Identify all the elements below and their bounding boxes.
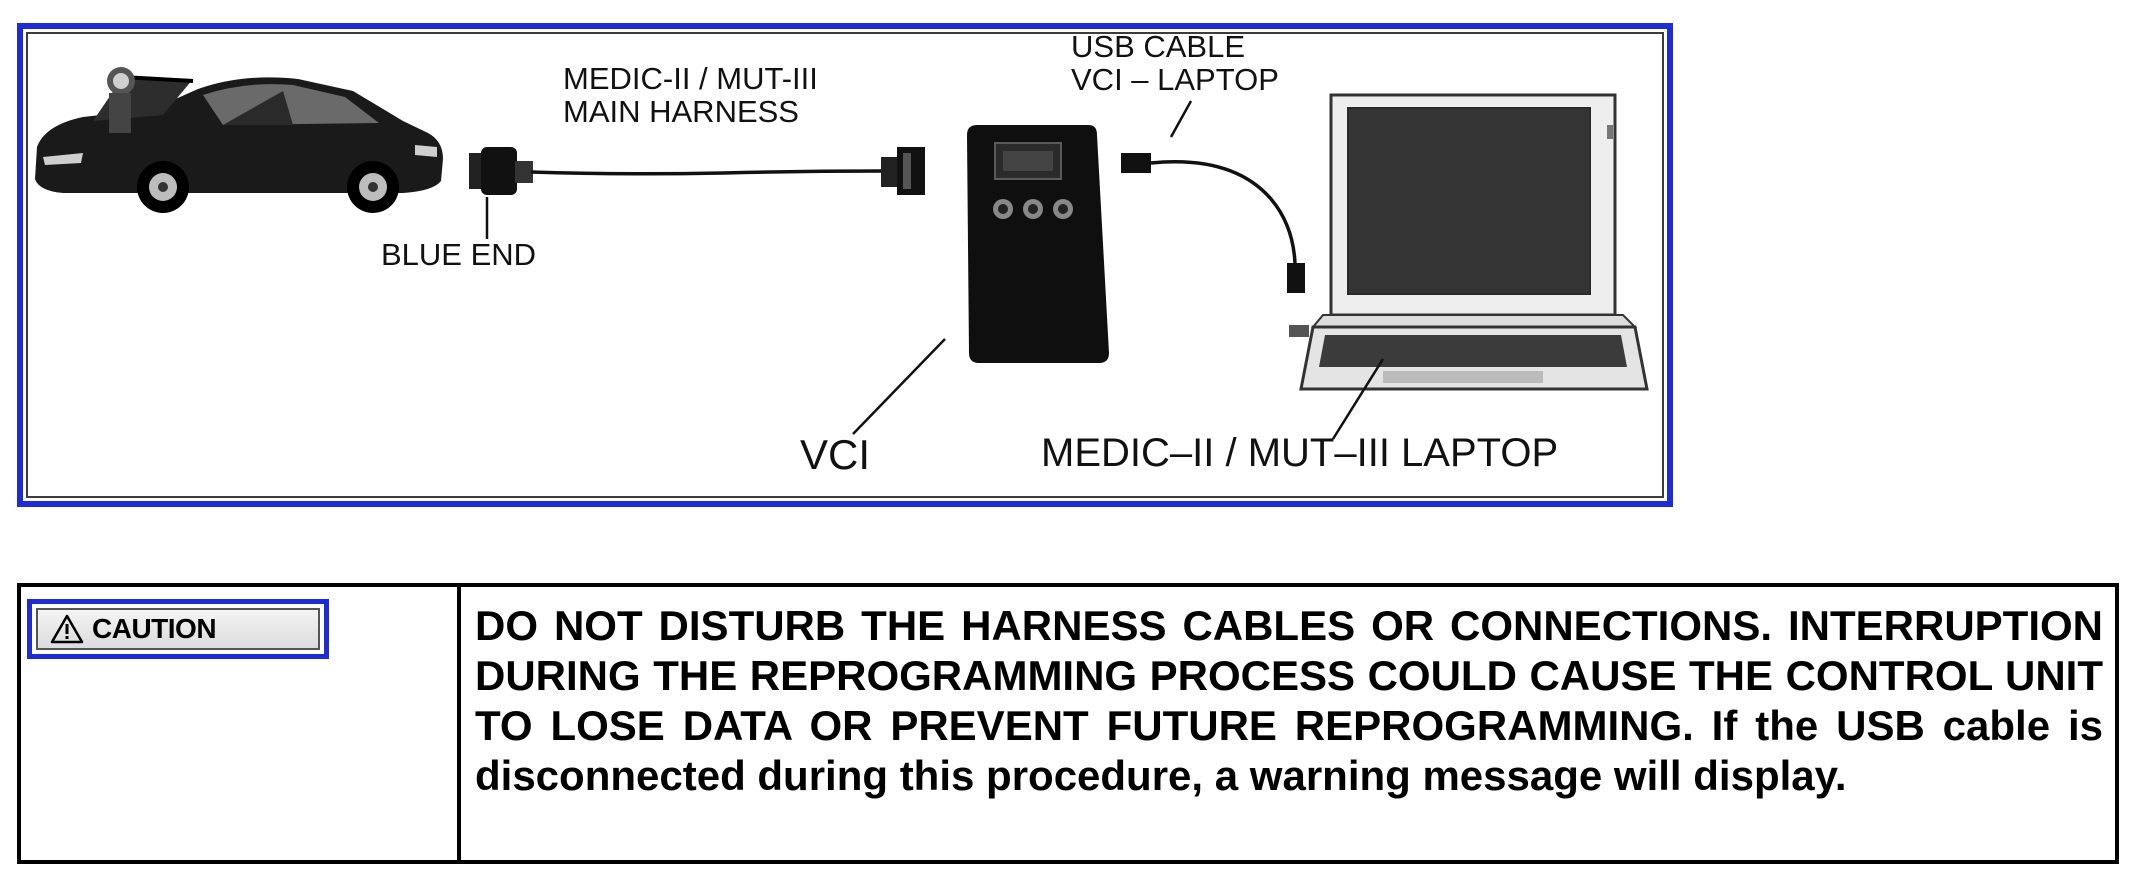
caution-table: CAUTION DO NOT DISTURB THE HARNESS CABLE… — [17, 583, 2119, 864]
vci-label-leader — [852, 338, 946, 435]
diagram-inner-border — [26, 32, 1664, 498]
connection-diagram: MEDIC-II / MUT-III MAIN HARNESS USB CABL… — [17, 23, 1673, 507]
usb-cable-line — [1150, 160, 1297, 264]
diagram-illustration — [35, 67, 1649, 440]
warning-triangle-icon — [50, 614, 84, 644]
caution-message: DO NOT DISTURB THE HARNESS CABLES OR CON… — [475, 602, 2103, 799]
laptop-icon — [1289, 93, 1649, 391]
caution-message-cell: DO NOT DISTURB THE HARNESS CABLES OR CON… — [461, 587, 2115, 860]
laptop-label: MEDIC–II / MUT–III LAPTOP — [1041, 431, 1559, 475]
usb-plug-laptop-end — [1287, 263, 1305, 293]
caution-badge: CAUTION — [27, 599, 329, 659]
usb-cable-label: USB CABLE VCI – LAPTOP — [1071, 29, 1279, 97]
usb-plug-vci-end — [1121, 153, 1151, 173]
main-harness-cable — [530, 169, 884, 176]
vci-device-icon — [967, 125, 1109, 363]
blue-end-connector-icon — [469, 147, 533, 239]
caution-label-cell: CAUTION — [21, 587, 461, 860]
laptop-label-leader — [1331, 358, 1385, 440]
car-icon — [35, 67, 443, 213]
blue-end-label: BLUE END — [381, 237, 537, 272]
caution-badge-label: CAUTION — [92, 613, 217, 644]
vci-label: VCI — [800, 431, 871, 478]
usb-label-leader — [1169, 100, 1193, 138]
harness-vci-connector-icon — [881, 147, 925, 195]
main-harness-label: MEDIC-II / MUT-III MAIN HARNESS — [563, 61, 818, 129]
caution-badge-inner: CAUTION — [36, 608, 320, 650]
